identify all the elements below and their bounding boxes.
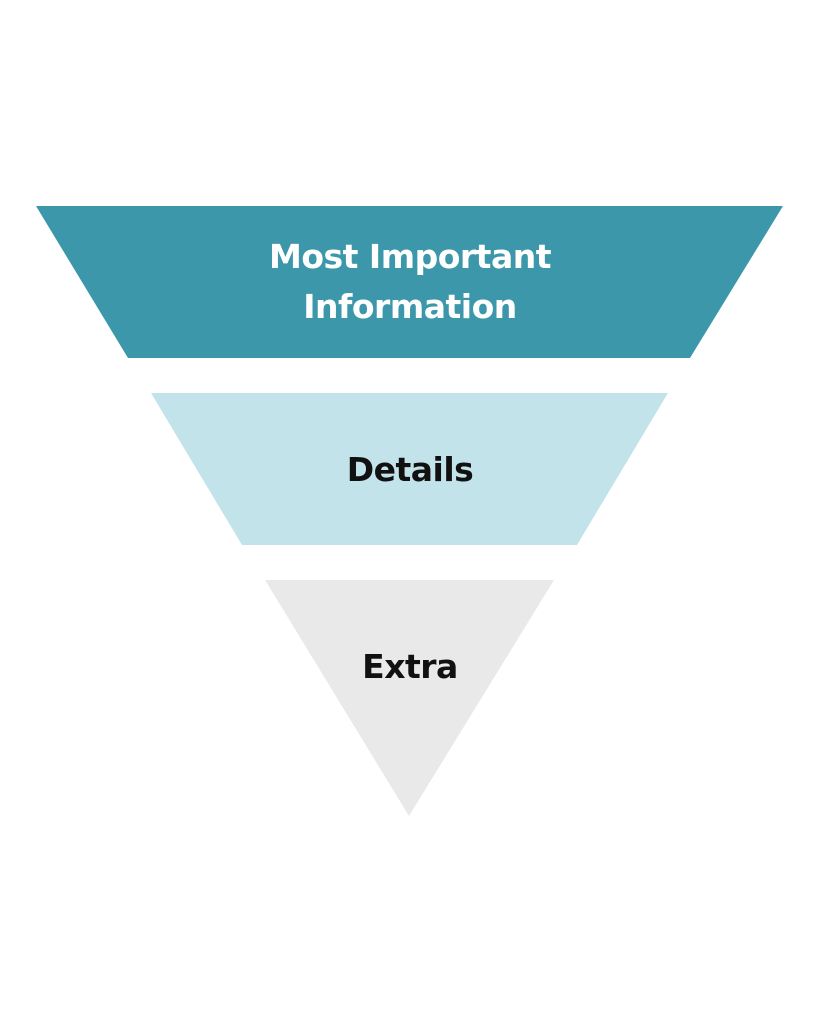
level-2-label: Details bbox=[346, 450, 474, 489]
level-1-trapezoid bbox=[36, 206, 783, 358]
level-3-triangle bbox=[265, 580, 554, 816]
level-1-label-line2: Information bbox=[303, 287, 517, 326]
level-2-trapezoid bbox=[151, 393, 668, 545]
level-1-label: Most Important Information bbox=[160, 232, 660, 332]
level-1-label-line1: Most Important bbox=[269, 237, 551, 276]
level-3-label: Extra bbox=[362, 647, 458, 686]
